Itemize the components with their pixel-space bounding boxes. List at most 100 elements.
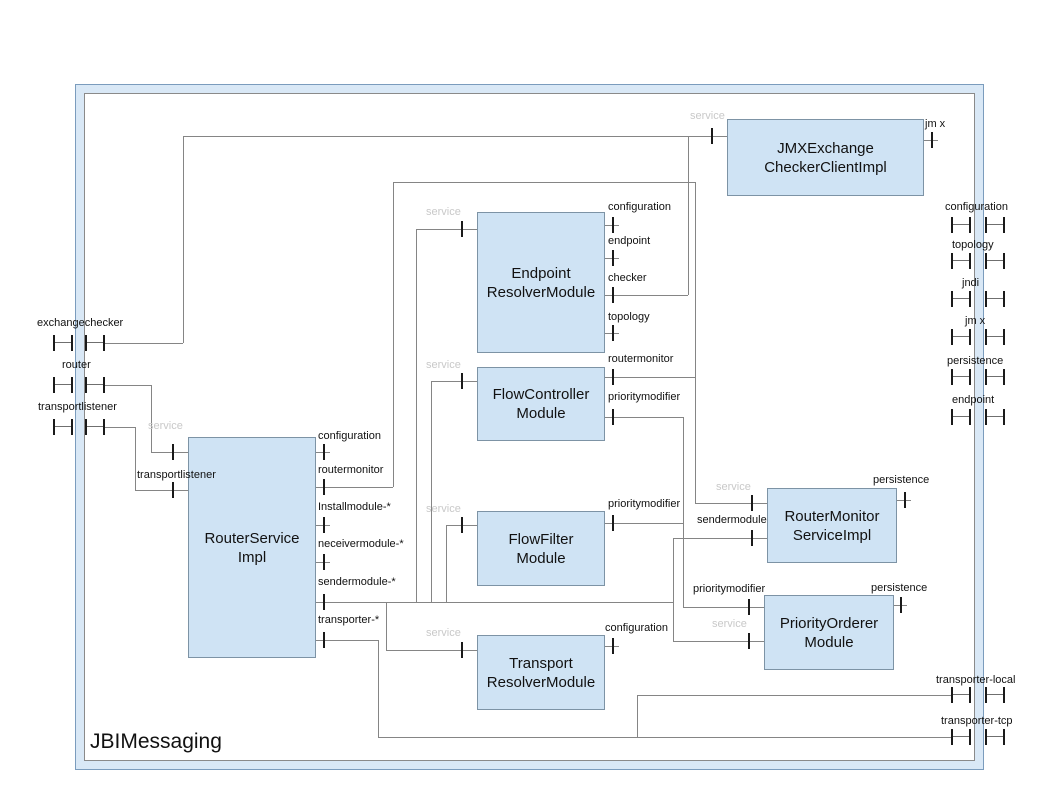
port-label-service: service bbox=[690, 110, 725, 122]
component-label: RouterService bbox=[204, 529, 300, 547]
component-flow-filter[interactable]: FlowFilter Module bbox=[477, 511, 605, 586]
port-label-endpoint: endpoint bbox=[608, 235, 651, 247]
connector bbox=[183, 136, 184, 343]
connector bbox=[446, 525, 447, 602]
port-tick bbox=[172, 444, 174, 460]
port-tick bbox=[748, 633, 750, 649]
border-port bbox=[85, 377, 105, 393]
connector bbox=[105, 385, 151, 386]
connector bbox=[695, 182, 696, 503]
connector bbox=[673, 538, 767, 539]
port-label-transporter-tcp: transporter-tcp bbox=[941, 715, 1013, 727]
port-tick bbox=[612, 325, 614, 341]
component-label: Module bbox=[516, 549, 566, 567]
port-tick bbox=[323, 444, 325, 460]
jbimessaging-frame-inner bbox=[84, 93, 975, 761]
port-tick bbox=[612, 515, 614, 531]
port-tick bbox=[461, 221, 463, 237]
connector bbox=[386, 602, 387, 650]
port-label-sendermodule-star: sendermodule-* bbox=[318, 576, 396, 588]
connector bbox=[135, 490, 188, 491]
component-label: FlowController bbox=[492, 386, 590, 403]
border-port bbox=[985, 329, 1005, 345]
port-label-service: service bbox=[148, 420, 183, 432]
port-label-prioritymodifier: prioritymodifier bbox=[693, 583, 766, 595]
component-flow-controller[interactable]: FlowController Module bbox=[477, 367, 605, 441]
port-label-routermonitor: routermonitor bbox=[318, 464, 384, 476]
border-port bbox=[951, 687, 971, 703]
component-label: Module bbox=[516, 405, 566, 422]
border-port bbox=[985, 409, 1005, 425]
port-label-topology: topology bbox=[952, 239, 994, 251]
component-label: CheckerClientImpl bbox=[764, 158, 887, 176]
port-label-prioritymodifier: prioritymodifier bbox=[608, 391, 681, 403]
connector bbox=[605, 523, 683, 524]
port-label-configuration: configuration bbox=[608, 201, 671, 213]
component-router-monitor[interactable]: RouterMonitor ServiceImpl bbox=[767, 488, 897, 563]
connector bbox=[393, 182, 394, 487]
port-tick bbox=[612, 638, 614, 654]
component-label: ServiceImpl bbox=[792, 526, 872, 544]
connector bbox=[316, 640, 378, 641]
port-label-transportlistener: transportlistener bbox=[137, 469, 216, 481]
port-label-exchangechecker: exchangechecker bbox=[37, 317, 124, 329]
component-label: Impl bbox=[237, 548, 267, 566]
border-port bbox=[951, 253, 971, 269]
port-tick bbox=[323, 517, 325, 533]
connector bbox=[605, 377, 695, 378]
component-label: ResolverModule bbox=[486, 673, 596, 691]
component-jmx-exchange-checker[interactable]: JMXExchange CheckerClientImpl bbox=[727, 119, 924, 196]
port-label-persistence: persistence bbox=[947, 355, 1004, 367]
port-label-prioritymodifier: prioritymodifier bbox=[608, 498, 681, 510]
component-label: PriorityOrderer bbox=[779, 614, 879, 632]
component-endpoint-resolver[interactable]: Endpoint ResolverModule bbox=[477, 212, 605, 353]
port-label-configuration: configuration bbox=[945, 201, 1008, 213]
connector bbox=[683, 417, 684, 607]
port-tick bbox=[612, 369, 614, 385]
port-label-service: service bbox=[716, 481, 751, 493]
component-label: FlowFilter bbox=[508, 530, 574, 548]
connector bbox=[378, 737, 951, 738]
connector bbox=[637, 695, 951, 696]
port-tick bbox=[900, 597, 902, 613]
border-port bbox=[951, 409, 971, 425]
connector bbox=[673, 538, 674, 641]
port-tick bbox=[904, 492, 906, 508]
border-port bbox=[85, 335, 105, 351]
port-tick bbox=[323, 632, 325, 648]
port-label-router: router bbox=[62, 359, 91, 371]
port-label-persistence: persistence bbox=[873, 474, 930, 486]
port-label-jmx: jm x bbox=[925, 118, 946, 130]
component-label: Transport bbox=[509, 654, 573, 672]
port-tick bbox=[323, 594, 325, 610]
port-label-persistence: persistence bbox=[871, 582, 928, 594]
connector bbox=[605, 295, 688, 296]
connector bbox=[431, 381, 432, 602]
connector bbox=[105, 427, 135, 428]
border-port bbox=[53, 419, 73, 435]
port-tick bbox=[711, 128, 713, 144]
connector bbox=[183, 136, 727, 137]
port-tick bbox=[461, 373, 463, 389]
component-router-service[interactable]: RouterService Impl bbox=[188, 437, 316, 658]
border-port bbox=[985, 291, 1005, 307]
port-label-neceivermodule: neceivermodule-* bbox=[318, 538, 404, 550]
diagram-title: JBIMessaging bbox=[90, 730, 222, 753]
connector bbox=[688, 136, 689, 295]
component-label: Endpoint bbox=[511, 264, 571, 282]
port-tick bbox=[751, 495, 753, 511]
port-tick bbox=[612, 287, 614, 303]
component-priority-orderer[interactable]: PriorityOrderer Module bbox=[764, 595, 894, 670]
connector bbox=[316, 602, 673, 603]
port-tick bbox=[612, 250, 614, 266]
border-port bbox=[951, 329, 971, 345]
border-port bbox=[951, 729, 971, 745]
connector bbox=[695, 503, 767, 504]
port-label-transportlistener: transportlistener bbox=[38, 401, 117, 413]
port-label-service: service bbox=[426, 359, 461, 371]
port-label-installmodule: Installmodule-* bbox=[318, 501, 391, 513]
border-port bbox=[985, 253, 1005, 269]
port-label-checker: checker bbox=[608, 272, 647, 284]
component-transport-resolver[interactable]: Transport ResolverModule bbox=[477, 635, 605, 710]
port-label-endpoint: endpoint bbox=[952, 394, 995, 406]
